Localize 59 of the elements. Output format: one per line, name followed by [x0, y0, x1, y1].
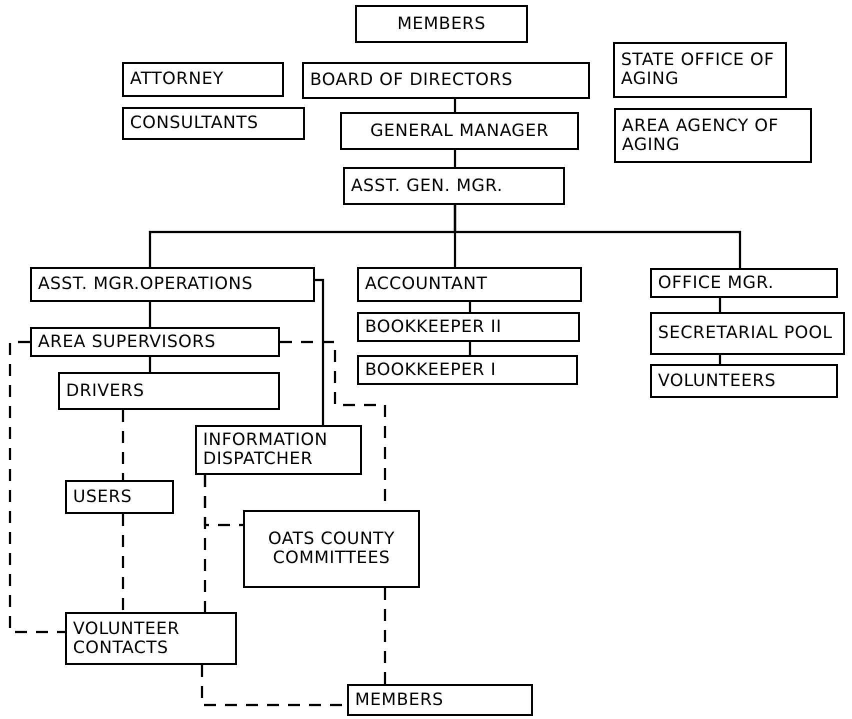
role-label: BOOKKEEPER II — [365, 318, 502, 336]
role-label: GENERAL MANAGER — [370, 122, 549, 140]
role-label: STATE OFFICE OF AGING — [621, 51, 776, 89]
dashed-connector — [122, 410, 124, 480]
connector-line — [315, 278, 324, 425]
connector-line — [454, 99, 456, 112]
connector-line — [468, 302, 472, 312]
connector-line — [148, 357, 152, 372]
role-label: CONSULTANTS — [130, 114, 258, 133]
org-box — [30, 327, 280, 357]
org-box — [122, 107, 305, 140]
org-box — [30, 267, 315, 302]
connector-line — [718, 298, 722, 312]
role-label: AREA SUPERVISORS — [38, 332, 216, 352]
dashed-connector — [384, 588, 386, 684]
connector-line — [468, 342, 472, 355]
connector-line — [454, 205, 742, 268]
role-label: USERS — [73, 488, 132, 506]
role-label: OATS COUNTY COMMITTEES — [267, 530, 396, 568]
org-box — [65, 612, 237, 665]
org-box — [357, 355, 578, 385]
org-box — [355, 5, 528, 43]
org-box — [357, 312, 580, 342]
role-label: VOLUNTEER CONTACTS — [73, 620, 181, 658]
org-box — [340, 112, 579, 150]
role-label: DRIVERS — [66, 382, 144, 400]
org-box — [650, 268, 838, 298]
org-box — [343, 167, 565, 205]
org-box — [195, 425, 362, 475]
role-label: ASST. MGR.OPERATIONS — [38, 275, 253, 294]
dashed-connector — [204, 475, 243, 526]
dashed-connector — [8, 340, 65, 634]
role-label: SECRETARIAL POOL — [658, 324, 832, 343]
org-box — [65, 480, 174, 514]
org-box — [357, 267, 582, 302]
org-box — [58, 372, 280, 410]
connector-line — [718, 355, 722, 364]
role-label: INFORMATION DISPATCHER — [203, 431, 329, 469]
org-box — [243, 510, 420, 588]
role-label: VOLUNTEERS — [658, 372, 776, 390]
dashed-connector — [122, 514, 124, 612]
org-box — [650, 364, 838, 398]
role-label: ASST. GEN. MGR. — [351, 176, 503, 196]
org-box — [614, 108, 812, 163]
org-box — [650, 312, 845, 355]
org-box — [347, 684, 533, 716]
org-box — [122, 62, 284, 97]
role-label: BOOKKEEPER I — [365, 360, 496, 380]
org-box — [613, 42, 787, 98]
role-label: OFFICE MGR. — [658, 274, 774, 292]
connector-line — [454, 150, 456, 167]
role-label: ATTORNEY — [130, 70, 224, 89]
role-label: ACCOUNTANT — [365, 275, 488, 294]
org-box — [302, 62, 590, 99]
role-label: MEMBERS — [397, 14, 486, 34]
role-label: AREA AGENCY OF AGING — [622, 116, 780, 154]
role-label: BOARD OF DIRECTORS — [310, 71, 513, 90]
role-label: MEMBERS — [355, 690, 444, 710]
connector-line — [148, 302, 152, 327]
